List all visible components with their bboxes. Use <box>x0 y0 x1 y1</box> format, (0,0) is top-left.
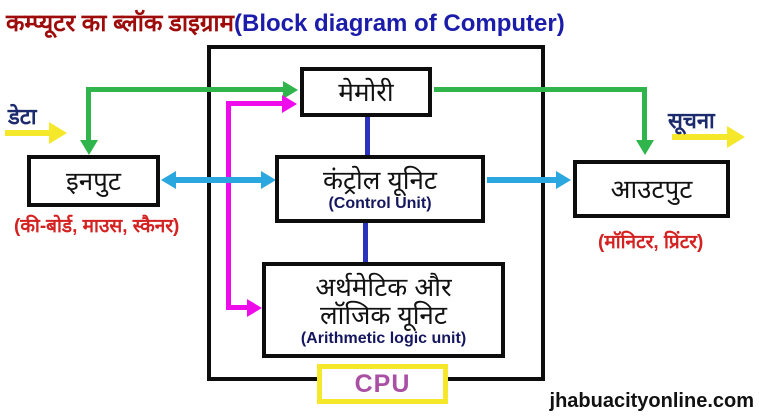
arrow-memory-output-green-horizontal <box>434 87 647 92</box>
data-in-label: डेटा <box>8 104 37 129</box>
arrowhead-into-control-cyan <box>261 171 276 189</box>
arrow-alu-memory-magenta-top <box>226 101 283 106</box>
input-label: इनपुट <box>65 165 122 196</box>
connector-control-alu-navy <box>363 223 368 262</box>
arrow-memory-output-green-vertical <box>642 87 647 141</box>
output-label: आउटपुट <box>610 173 693 204</box>
memory-label: मेमोरी <box>338 76 394 107</box>
arrowhead-data-in-yellow <box>49 122 67 144</box>
arrowhead-into-input-cyan <box>161 171 176 189</box>
arrow-alu-memory-magenta-bottom <box>226 305 248 310</box>
arrow-alu-memory-magenta-vertical <box>226 101 231 310</box>
arrow-input-control-cyan <box>176 177 262 183</box>
arrowhead-into-output-green <box>636 140 654 155</box>
arrowhead-into-alu-magenta <box>247 299 262 317</box>
control-unit-block: कंट्रोल यूनिट (Control Unit) <box>275 155 485 223</box>
control-unit-sublabel: (Control Unit) <box>328 194 432 212</box>
cpu-label: CPU <box>354 369 411 398</box>
memory-block: मेमोरी <box>300 67 432 117</box>
arrowhead-info-out-yellow <box>727 126 745 148</box>
arrow-input-memory-green-horizontal <box>86 87 284 92</box>
alu-sublabel: (Arithmetic logic unit) <box>300 329 467 347</box>
arrowhead-into-memory-magenta <box>282 95 297 113</box>
connector-memory-control-navy <box>365 117 370 155</box>
page-title: कम्प्यूटर का ब्लॉक डाइग्राम(Block diagra… <box>6 6 565 39</box>
info-out-label: सूचना <box>668 108 715 133</box>
alu-label-line1: अर्थमेटिक और <box>315 271 452 302</box>
title-english: (Block diagram of Computer) <box>234 10 565 37</box>
input-block: इनपुट <box>27 155 160 207</box>
watermark-text: jhabuacityonline.com <box>549 390 754 412</box>
input-devices-caption: (की-बोर्ड, माउस, स्कैनर) <box>14 216 180 237</box>
arrowhead-into-memory-green <box>283 81 298 99</box>
arrow-control-output-cyan <box>487 177 557 183</box>
cpu-tag: CPU <box>317 364 448 404</box>
arrowhead-into-input-green <box>80 140 98 155</box>
alu-label-line2: लॉजिक यूनिट <box>320 300 447 331</box>
title-hindi: कम्प्यूटर का ब्लॉक डाइग्राम <box>6 10 234 37</box>
control-unit-label: कंट्रोल यूनिट <box>322 164 437 195</box>
arrowhead-into-output-cyan <box>556 171 571 189</box>
output-block: आउटपुट <box>573 160 730 218</box>
arrow-input-memory-green-vertical <box>86 87 91 141</box>
arrow-data-in-yellow <box>5 130 50 136</box>
arrow-info-out-yellow <box>672 134 728 140</box>
output-devices-caption: (मॉनिटर, प्रिंटर) <box>598 232 704 253</box>
alu-block: अर्थमेटिक और लॉजिक यूनिट (Arithmetic log… <box>262 262 505 358</box>
